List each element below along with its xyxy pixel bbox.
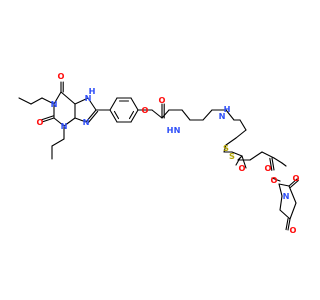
thioester-bond <box>235 157 241 166</box>
pyrimidine-ring-bond <box>53 117 65 127</box>
nhs-ring-bond <box>279 195 283 211</box>
phenyl-ring-bond <box>109 109 118 123</box>
nhs-carbonyl-bond <box>289 179 299 189</box>
carbonyl-oxygen-label: O <box>37 117 44 127</box>
chain-bond <box>273 157 283 164</box>
propyl-bond <box>51 138 65 147</box>
carbonyl-bond <box>41 117 55 123</box>
imidazole-bond <box>87 97 97 111</box>
nhs-carbonyl-bond <box>287 218 291 231</box>
sulfur-label: S <box>229 151 235 161</box>
phenyl-ring-bond <box>130 109 139 123</box>
carbonyl-oxygen-label: O <box>58 71 65 81</box>
ring-nitrogen-label: N <box>61 121 68 131</box>
propyl-bond <box>18 97 32 105</box>
chain-bond <box>225 137 237 146</box>
amine-hydrogen-label: H <box>224 104 231 114</box>
nhs-carbonyl-bond <box>285 218 289 231</box>
imidazole-bond <box>74 117 87 123</box>
ether-oxygen-label: O <box>142 105 149 115</box>
nhs-ring-bond <box>279 209 291 220</box>
carbonyl-bond <box>40 115 54 121</box>
nhs-carbonyl-bond <box>288 178 298 187</box>
chain-bond <box>249 151 263 161</box>
chain-bond <box>241 155 247 169</box>
imidazole-double-bond <box>85 109 97 123</box>
ring-nitrogen-label: N <box>85 93 92 103</box>
nhs-ring-bond <box>278 183 290 187</box>
nhs-ring-bond <box>289 202 297 220</box>
pyrimidine-ring-bond <box>53 91 62 105</box>
ester-carbonyl-bond <box>269 157 273 171</box>
linker-bond <box>151 109 163 119</box>
ester-bond <box>281 162 287 167</box>
chain-bond <box>181 109 191 121</box>
propyl-bond <box>30 97 43 105</box>
ring-nitrogen-label: N <box>51 99 58 109</box>
succinimide-oxygen-label: O <box>290 225 297 235</box>
nhs-bond <box>271 177 281 182</box>
amide-hydrogen-label: H <box>167 125 174 135</box>
chain-bond <box>235 129 247 139</box>
propyl-bond <box>41 97 55 105</box>
nh-hydrogen-label: H <box>89 86 96 96</box>
imidazole-double-bond <box>87 110 99 124</box>
ester-carbonyl-bond <box>271 157 275 171</box>
nhs-ring-bond <box>288 185 297 204</box>
chain-bond <box>239 119 247 131</box>
phenyl-ring-bond <box>109 97 118 111</box>
nhs-ring-bond <box>278 183 283 197</box>
phenyl-double-bond <box>128 110 135 120</box>
chain-bond <box>231 151 243 157</box>
bonds <box>18 81 299 231</box>
pyrimidine-ring-bond <box>63 117 76 127</box>
phenyl-ring-bond <box>130 97 139 111</box>
imidazole-bond <box>74 97 89 105</box>
thioester-oxygen-label: O <box>239 163 246 173</box>
succinimide-oxygen-label: O <box>293 173 300 183</box>
ring-nitrogen-label: N <box>83 117 90 127</box>
chain-bond <box>223 144 227 153</box>
sulfur-label: S <box>223 143 229 153</box>
chain-bond <box>261 151 275 159</box>
chain-bond <box>202 109 213 121</box>
ester-carbonyl-oxygen-label: O <box>265 163 272 173</box>
succinimide-nitrogen-label: N <box>283 191 290 201</box>
pyrimidine-ring-bond <box>60 91 76 105</box>
chain-bond <box>225 109 235 121</box>
phenyl-double-bond <box>113 110 120 120</box>
amide-oxygen-label: O <box>159 95 166 105</box>
amide-nitrogen-label: N <box>174 125 181 135</box>
ester-oxygen-label: O <box>271 175 278 185</box>
linker-bond <box>161 109 170 119</box>
amine-nitrogen-label: N <box>219 111 226 121</box>
